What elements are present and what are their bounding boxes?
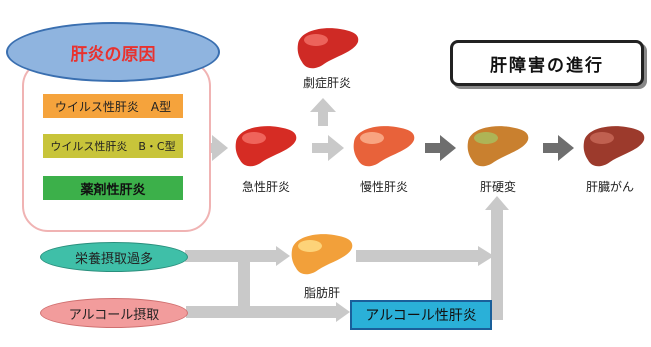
stage-acute-label: 急性肝炎 xyxy=(241,180,290,194)
causes-title: 肝炎の原因 xyxy=(70,44,156,65)
liver-icon-cirrhosis xyxy=(467,126,529,167)
alcoholic-hepatitis-box: アルコール性肝炎 xyxy=(350,300,492,330)
cause-hepatitis-a: ウイルス性肝炎 A型 xyxy=(43,94,183,118)
liver-icon-chronic xyxy=(353,126,415,167)
liver-icon-fatty xyxy=(291,234,353,275)
stage-cancer-label: 肝臓がん xyxy=(585,180,634,194)
stage-chronic-label: 慢性肝炎 xyxy=(359,180,408,194)
progression-title: 肝障害の進行 xyxy=(490,55,604,76)
cause-hepatitis-bc: ウイルス性肝炎 B・C型 xyxy=(43,134,183,158)
progression-title-box: 肝障害の進行 xyxy=(450,40,644,86)
stage-fulminant-label: 劇症肝炎 xyxy=(302,76,351,90)
fatty-liver-label: 脂肪肝 xyxy=(303,286,340,300)
cause-alcohol: アルコール摂取 xyxy=(40,298,188,328)
cause-drug-induced: 薬剤性肝炎 xyxy=(43,176,183,200)
cause-overnutrition: 栄養摂取過多 xyxy=(40,242,188,272)
liver-icon-cancer xyxy=(583,126,645,167)
causes-title-ellipse: 肝炎の原因 xyxy=(6,22,220,82)
liver-icon-acute xyxy=(235,126,297,167)
stage-cirrhosis-label: 肝硬変 xyxy=(479,180,516,194)
liver-icon-fulminant xyxy=(297,28,359,69)
